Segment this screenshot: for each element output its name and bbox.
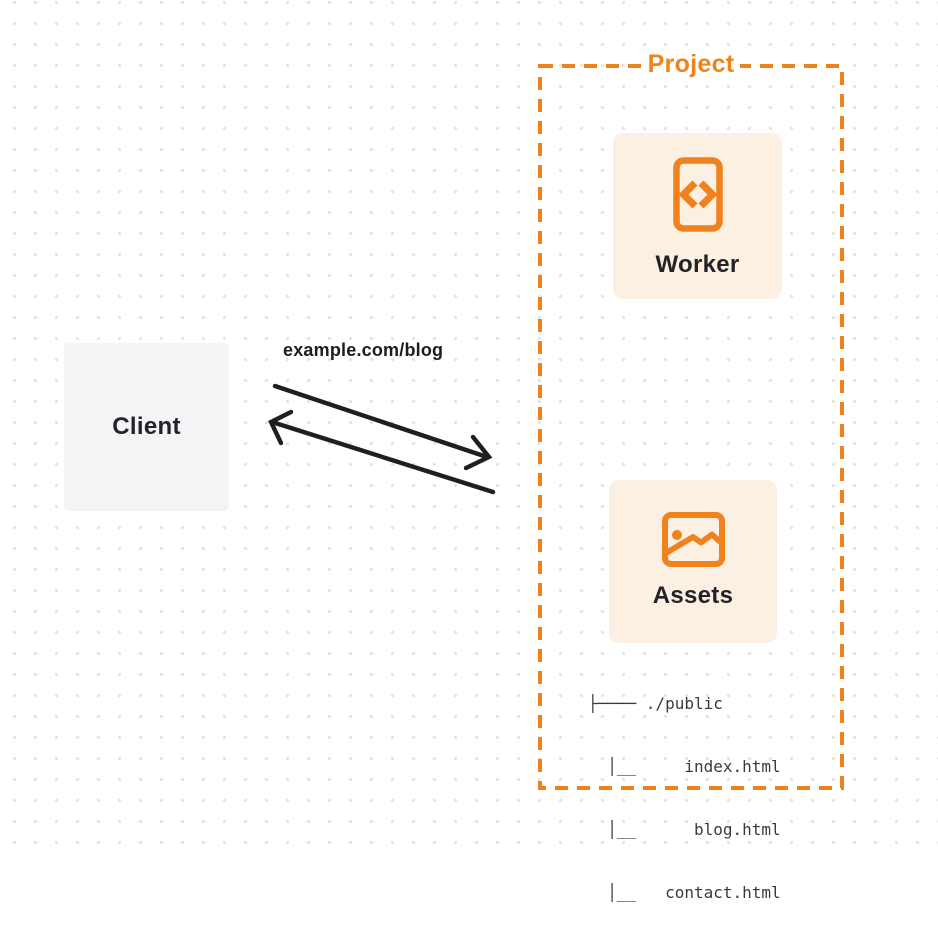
assets-file-tree: ├──── ./public │__ index.html │__ blog.h… — [588, 651, 781, 945]
assets-node: Assets — [609, 480, 777, 643]
request-url-label: example.com/blog — [283, 340, 444, 360]
client-label: Client — [112, 413, 181, 440]
file-tree-line-blog: │__ blog.html — [588, 820, 781, 839]
code-file-icon — [672, 157, 723, 232]
worker-label: Worker — [655, 251, 740, 278]
project-title-text: Project — [641, 50, 741, 79]
file-tree-line-index: │__ index.html — [588, 757, 781, 776]
request-arrow — [272, 383, 493, 471]
client-node: Client — [64, 343, 229, 511]
assets-label: Assets — [652, 582, 734, 609]
file-tree-line-contact: │__ contact.html — [588, 883, 781, 902]
image-icon — [661, 512, 725, 567]
file-tree-line-public: ├──── ./public — [588, 694, 723, 713]
diagram-canvas: Client example.com/blog Project Worker A… — [0, 0, 938, 902]
project-title: Project — [540, 50, 842, 79]
response-arrow — [268, 409, 496, 495]
worker-node: Worker — [613, 133, 782, 299]
